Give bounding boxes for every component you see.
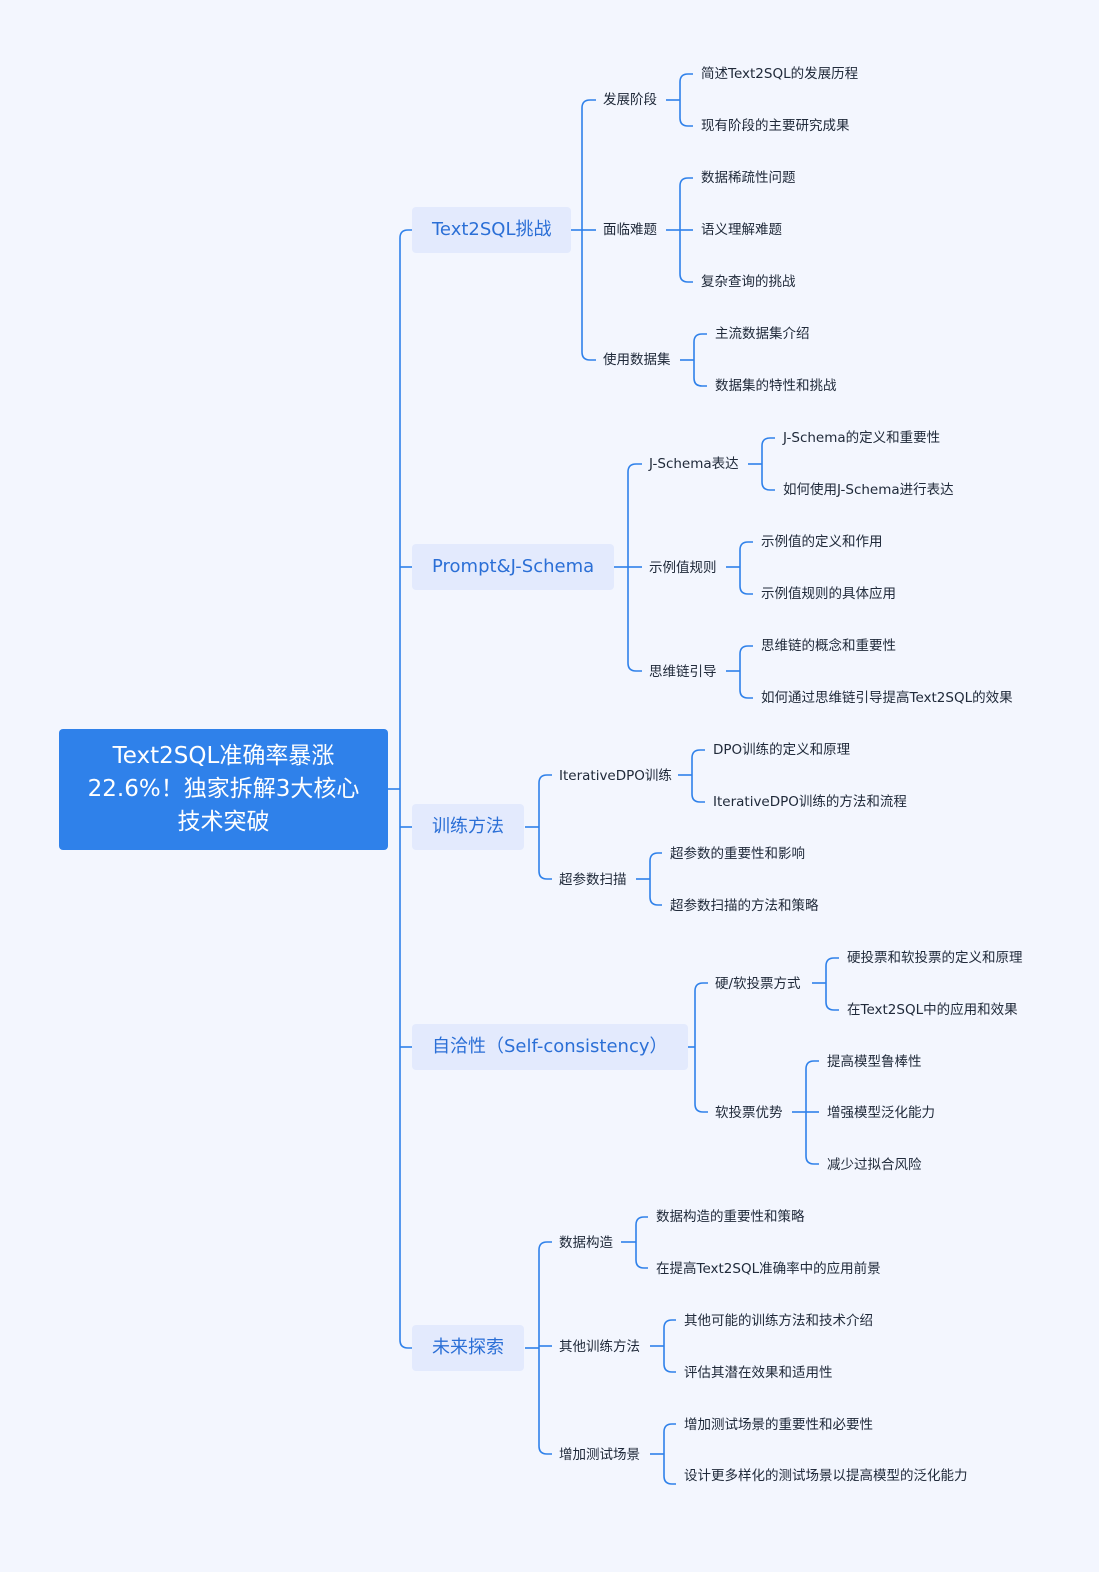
b2-connector-hook-1 [538, 870, 552, 880]
branch-text2sql-challenges[interactable]: Text2SQL挑战 [412, 207, 572, 253]
leaf-voting-definition[interactable]: 硬投票和软投票的定义和原理 [847, 950, 1023, 966]
leaf-jschema-definition[interactable]: J-Schema的定义和重要性 [783, 430, 941, 446]
leaf-jschema-usage[interactable]: 如何使用J-Schema进行表达 [783, 482, 954, 498]
b4-s0-connector-hook-0 [635, 1216, 648, 1226]
b2-connector-hook-0 [538, 774, 552, 784]
subtopic-jschema-expression[interactable]: J-Schema表达 [649, 456, 739, 472]
b3-s0-connector-hook-0 [825, 957, 839, 967]
branch-self-consistency[interactable]: 自洽性（Self-consistency） [412, 1024, 688, 1070]
leaf-voting-application[interactable]: 在Text2SQL中的应用和效果 [847, 1002, 1018, 1018]
leaf-dpo-process[interactable]: IterativeDPO训练的方法和流程 [713, 794, 907, 810]
b1-s0-connector-hook-0 [761, 437, 775, 447]
b0-s0-connector-hook-1 [679, 117, 693, 127]
branch-training-methods[interactable]: 训练方法 [412, 804, 524, 850]
subtopic-other-training[interactable]: 其他训练方法 [559, 1339, 640, 1355]
leaf-generalization[interactable]: 增强模型泛化能力 [827, 1105, 935, 1121]
b3-connector-hook-0 [694, 982, 708, 992]
leaf-data-sparsity[interactable]: 数据稀疏性问题 [701, 170, 796, 186]
b2-s1-connector-hook-0 [649, 852, 662, 862]
leaf-data-construction-strategy[interactable]: 数据构造的重要性和策略 [656, 1209, 805, 1225]
b1-connector-hook-0 [627, 463, 642, 473]
leaf-data-construction-prospects[interactable]: 在提高Text2SQL准确率中的应用前景 [656, 1261, 881, 1277]
b0-connector-hook-2 [581, 351, 596, 361]
subtopic-test-scenarios[interactable]: 增加测试场景 [559, 1447, 640, 1463]
subtopic-development-stages[interactable]: 发展阶段 [603, 92, 657, 108]
leaf-robustness[interactable]: 提高模型鲁棒性 [827, 1054, 922, 1070]
leaf-current-results[interactable]: 现有阶段的主要研究成果 [701, 118, 850, 134]
b4-connector-hook-2 [538, 1445, 552, 1455]
branch-future-exploration[interactable]: 未来探索 [412, 1325, 524, 1371]
leaf-mainstream-datasets[interactable]: 主流数据集介绍 [715, 326, 810, 342]
b3-s0-connector-hook-1 [825, 1001, 839, 1011]
leaf-dpo-definition[interactable]: DPO训练的定义和原理 [713, 742, 851, 758]
b4-s1-connector-hook-1 [663, 1363, 676, 1373]
subtopic-difficulties[interactable]: 面临难题 [603, 222, 657, 238]
b1-connector-hook-2 [627, 662, 642, 672]
leaf-other-methods[interactable]: 其他可能的训练方法和技术介绍 [684, 1313, 873, 1329]
b0-s1-connector-hook-0 [679, 177, 693, 187]
b1-s2-connector-hook-0 [739, 645, 753, 655]
b4-s2-connector-hook-0 [663, 1423, 676, 1433]
subtopic-datasets[interactable]: 使用数据集 [603, 352, 671, 368]
subtopic-data-construction[interactable]: 数据构造 [559, 1235, 613, 1251]
b1-s1-connector-hook-0 [739, 541, 753, 551]
leaf-test-scenario-importance[interactable]: 增加测试场景的重要性和必要性 [684, 1417, 873, 1433]
b4-s2-connector-hook-1 [663, 1475, 676, 1485]
b3-s1-connector-hook-0 [805, 1060, 819, 1070]
subtopic-voting-methods[interactable]: 硬/软投票方式 [715, 976, 801, 992]
leaf-diverse-test-scenarios[interactable]: 设计更多样化的测试场景以提高模型的泛化能力 [684, 1468, 968, 1484]
root-connector-hook-0 [399, 229, 412, 239]
leaf-hyperparam-importance[interactable]: 超参数的重要性和影响 [670, 846, 805, 862]
subtopic-soft-voting-advantages[interactable]: 软投票优势 [715, 1105, 783, 1121]
b0-s1-connector-hook-2 [679, 273, 693, 283]
b0-s2-connector-hook-0 [693, 333, 707, 343]
b3-s1-connector-hook-2 [805, 1155, 819, 1165]
b0-s2-connector-hook-1 [693, 377, 707, 387]
subtopic-example-rules[interactable]: 示例值规则 [649, 560, 717, 576]
b1-s1-connector-hook-1 [739, 585, 753, 595]
subtopic-iterative-dpo[interactable]: IterativeDPO训练 [559, 768, 672, 784]
leaf-cot-improvement[interactable]: 如何通过思维链引导提高Text2SQL的效果 [761, 690, 1013, 706]
leaf-dataset-traits[interactable]: 数据集的特性和挑战 [715, 378, 837, 394]
leaf-cot-concept[interactable]: 思维链的概念和重要性 [761, 638, 896, 654]
b4-connector-hook-0 [538, 1241, 552, 1251]
leaf-complex-queries[interactable]: 复杂查询的挑战 [701, 274, 796, 290]
subtopic-chain-of-thought[interactable]: 思维链引导 [649, 664, 717, 680]
b2-s0-connector-hook-0 [691, 749, 705, 759]
b1-s2-connector-hook-1 [739, 689, 753, 699]
leaf-overfitting[interactable]: 减少过拟合风险 [827, 1157, 922, 1173]
b2-s0-connector-hook-1 [691, 793, 705, 803]
leaf-evaluate-effects[interactable]: 评估其潜在效果和适用性 [684, 1365, 833, 1381]
leaf-history-overview[interactable]: 简述Text2SQL的发展历程 [701, 66, 859, 82]
leaf-hyperparam-strategy[interactable]: 超参数扫描的方法和策略 [670, 898, 819, 914]
root-topic[interactable]: Text2SQL准确率暴涨22.6%！独家拆解3大核心技术突破 [59, 729, 388, 850]
b0-s0-connector-hook-0 [679, 73, 693, 83]
leaf-example-application[interactable]: 示例值规则的具体应用 [761, 586, 896, 602]
subtopic-hyperparameter-sweep[interactable]: 超参数扫描 [559, 872, 627, 888]
branch-prompt-jschema[interactable]: Prompt&J-Schema [412, 544, 615, 590]
b3-connector-hook-1 [694, 1103, 708, 1113]
b2-s1-connector-hook-1 [649, 896, 662, 906]
b1-s0-connector-hook-1 [761, 481, 775, 491]
root-connector-hook-4 [399, 1339, 412, 1349]
b0-connector-hook-0 [581, 99, 596, 109]
b4-s1-connector-hook-0 [663, 1319, 676, 1329]
leaf-example-definition[interactable]: 示例值的定义和作用 [761, 534, 883, 550]
leaf-semantic-understanding[interactable]: 语义理解难题 [701, 222, 782, 238]
b4-s0-connector-hook-1 [635, 1259, 648, 1269]
